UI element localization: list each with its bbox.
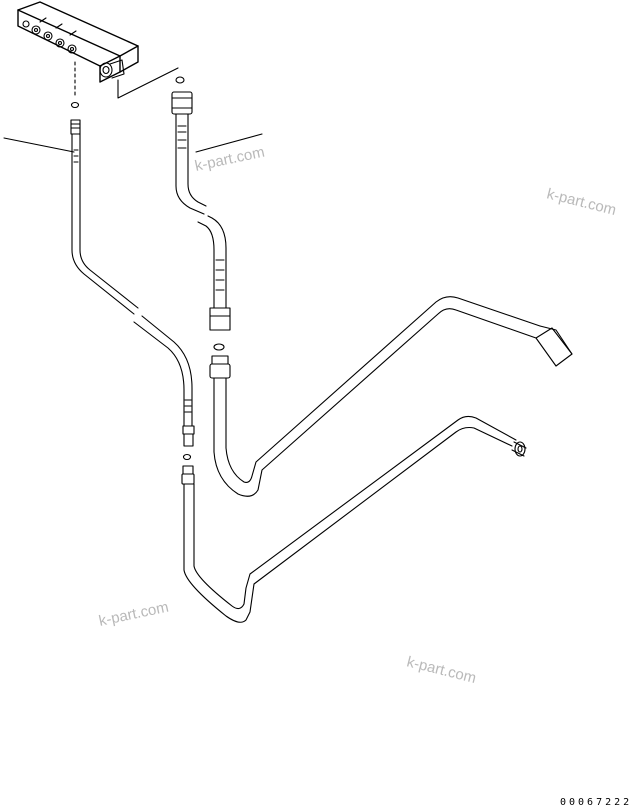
watermark-1: k-part.com	[193, 144, 266, 175]
right-hose-lower	[197, 215, 231, 331]
watermark-3: k-part.com	[97, 599, 170, 630]
watermark-4: k-part.com	[405, 653, 478, 687]
o-ring-group	[70, 76, 225, 461]
drawing-number: 00067222	[560, 797, 632, 808]
watermark-2: k-part.com	[545, 185, 618, 219]
left-hose-upper	[70, 119, 139, 315]
leader-lines	[3, 61, 263, 153]
valve-block	[17, 1, 139, 83]
right-hose-upper	[171, 91, 207, 215]
left-hose-lower	[133, 315, 195, 447]
left-tube	[181, 415, 527, 623]
right-tube	[209, 296, 573, 497]
